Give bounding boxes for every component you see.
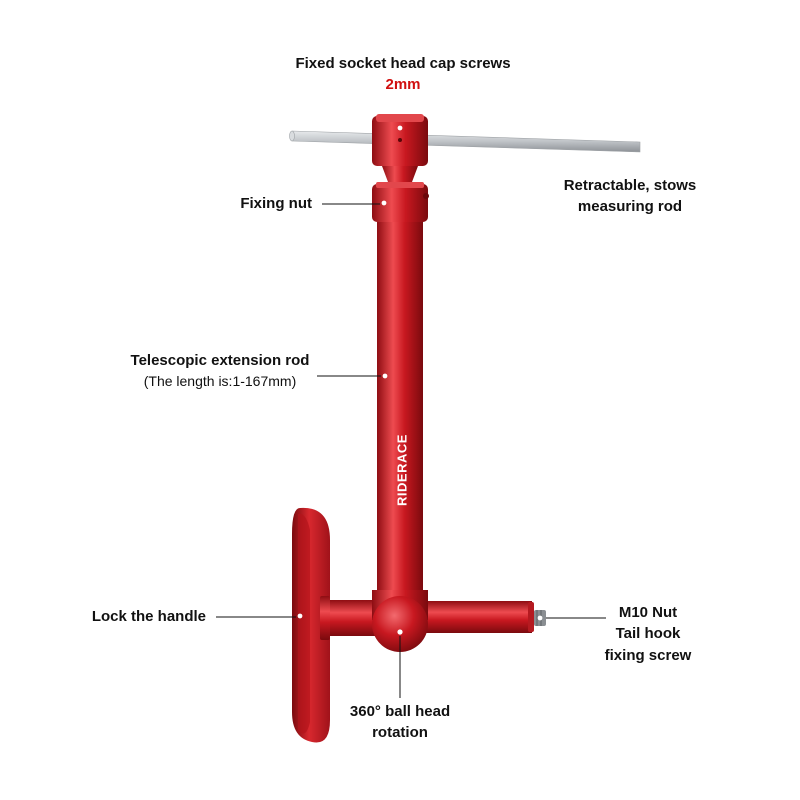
label-telescopic-length: (The length is:1-167mm) [143,373,297,389]
handle-bar-left [320,596,380,640]
ball-head [372,590,428,652]
handle-disc [292,507,330,743]
label-2mm: 2mm [385,76,421,93]
leader-lines [216,203,606,698]
label-socket-screws: Fixed socket head cap screws [295,55,511,72]
label-retractable-line1: Retractable, stows [563,177,697,194]
label-retractable-line2: measuring rod [577,198,683,215]
label-ball-head-line2: rotation [372,724,428,741]
label-m10-line1: M10 Nut [618,604,678,621]
telescopic-rod: RIDERACE [377,222,423,606]
top-cap-head [372,114,428,182]
brand-logo: RIDERACE [394,434,409,506]
label-fixing-nut: Fixing nut [240,195,312,212]
label-telescopic: Telescopic extension rod [130,352,310,369]
measuring-rod [289,130,641,153]
label-m10-line2: Tail hook [615,625,681,642]
label-lock-handle: Lock the handle [91,608,206,625]
fixing-nut [372,182,429,222]
label-ball-head-line1: 360° ball head [349,703,451,720]
label-m10-line3: fixing screw [604,647,692,664]
tail-bar [420,601,546,633]
